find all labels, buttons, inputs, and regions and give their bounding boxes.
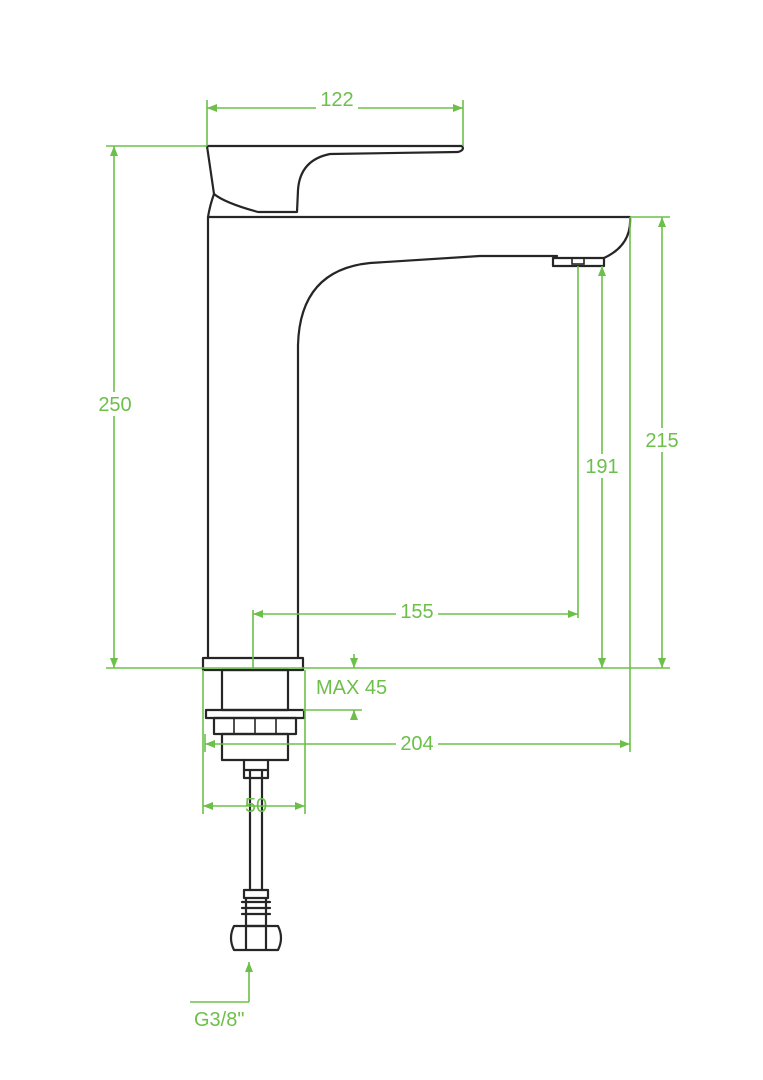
label-base-diameter: 50 xyxy=(245,795,267,817)
lever-handle xyxy=(205,144,464,214)
dim-base-diameter xyxy=(202,670,306,814)
aerator xyxy=(551,256,606,268)
hose-connection-nut xyxy=(229,924,283,952)
dim-max-counter-thickness xyxy=(303,654,362,720)
dim-connection-thread xyxy=(190,962,253,1003)
dimension-lines xyxy=(106,100,670,1003)
cartridge-cap xyxy=(206,192,216,219)
fixing-nut xyxy=(204,708,306,720)
label-spout-height-max: 215 xyxy=(645,430,678,452)
label-connection-thread: G3/8" xyxy=(194,1009,244,1031)
label-total-height: 250 xyxy=(98,394,131,416)
aerator-inner xyxy=(571,257,585,265)
label-lever-length: 122 xyxy=(320,89,353,111)
fixing-washer xyxy=(220,732,290,762)
hose-ferrule xyxy=(240,888,272,928)
dim-total-depth xyxy=(204,217,631,752)
dimension-labels: 122 250 215 191 155 MAX 45 204 50 G3/8" xyxy=(94,88,682,1031)
label-max-counter-thickness: MAX 45 xyxy=(316,677,387,699)
label-total-depth: 204 xyxy=(400,733,433,755)
label-spout-reach: 155 xyxy=(400,601,433,623)
threaded-shank xyxy=(220,668,290,712)
faucet-body xyxy=(206,215,632,660)
label-spout-height-outlet: 191 xyxy=(585,456,618,478)
faucet-outline xyxy=(201,144,632,952)
flex-hose xyxy=(242,758,270,892)
